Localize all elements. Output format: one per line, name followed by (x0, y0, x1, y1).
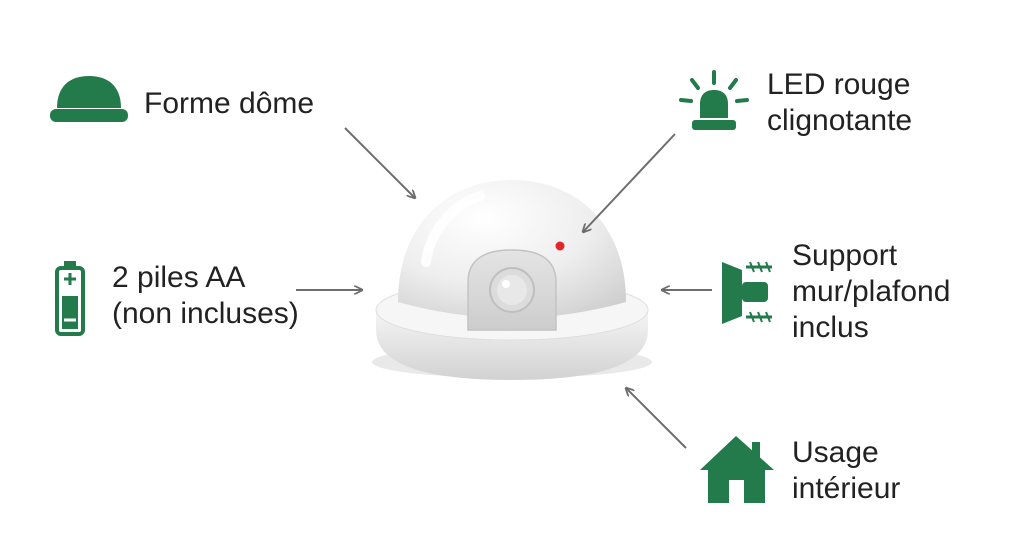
feature-line: Usage (792, 436, 879, 469)
feature-line: Forme dôme (144, 87, 315, 120)
feature-line: LED rouge (767, 68, 911, 101)
dummy-dome-camera (372, 180, 652, 380)
feature-line: (non incluses) (112, 297, 299, 330)
dome-icon (50, 76, 128, 122)
arrow-dome (344, 127, 415, 198)
arrow-led (583, 133, 676, 232)
feature-label-batteries: 2 piles AA (non incluses) (112, 260, 299, 332)
feature-line: intérieur (792, 472, 901, 505)
lens-glint (502, 280, 510, 288)
lens (497, 275, 527, 305)
feature-line: inclus (792, 311, 869, 344)
house-icon (700, 436, 774, 503)
battery-icon (55, 261, 85, 336)
wall-bracket-icon (722, 261, 772, 324)
feature-label-indoor: Usage intérieur (792, 435, 900, 507)
feature-line: clignotante (767, 104, 913, 137)
feature-line: mur/plafond (792, 275, 951, 308)
feature-label-bracket: Support mur/plafond inclus (792, 238, 950, 346)
feature-label-dome: Forme dôme (144, 86, 314, 122)
feature-line: Support (792, 239, 898, 272)
siren-light-icon (679, 70, 749, 130)
dome-highlight (421, 191, 485, 267)
feature-label-led: LED rouge clignotante (767, 67, 912, 139)
arrow-indoor (626, 388, 687, 449)
feature-line: 2 piles AA (112, 261, 246, 294)
red-led (555, 241, 565, 251)
